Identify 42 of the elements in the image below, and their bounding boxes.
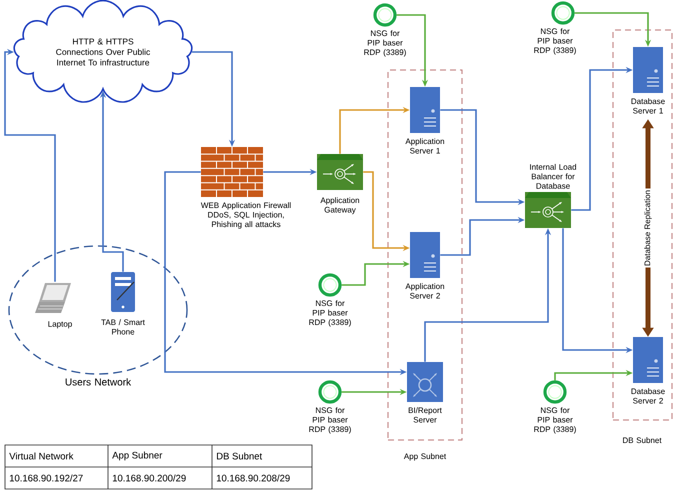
node-label: BI/Report Server [408,407,442,423]
load-balancer: Internal Load Balancer for Database [525,164,576,228]
table-cell: 10.168.90.200/29 [112,474,186,482]
node-label: NSG for PIP baser RDP (3389) [309,300,351,327]
node-label: Users Network [66,378,132,386]
node-label: NSG for PIP baser RDP (3389) [534,28,576,55]
node-label: TAB / Smart Phone [101,319,145,335]
table-cell: 10.168.90.192/27 [10,474,83,482]
node-label: WEB Application Firewall DDoS, SQL Injection, Phishing all attacks [200,202,291,229]
node-label: DB Subnet [623,437,662,444]
security-group-ring: NSG for PIP baser RDP (3389) [534,1,576,55]
table-cell: Virtual Network [9,452,74,460]
table-cell: App Subner [112,452,162,460]
edge-label: Database Replication [642,188,654,268]
security-group-ring: NSG for PIP baser RDP (3389) [309,273,351,327]
node-label: Internal Load Balancer for Database [530,164,576,189]
node-label: NSG for PIP baser RDP (3389) [364,30,406,57]
server: Application Server 2 [405,232,444,299]
arrow [4,48,56,282]
laptop: Laptop [35,283,72,328]
internet-cloud: HTTP & HTTPS Connections Over Public Internet To infrastructure [13,0,193,103]
node-label: Database Server 1 [632,98,665,114]
security-group-ring: NSG for PIP baser RDP (3389) [309,380,351,434]
node-label: Application Server 1 [405,138,444,154]
node-label: Laptop [48,321,72,328]
server: Database Server 1 [632,47,665,114]
node-label: NSG for PIP baser RDP (3389) [534,407,576,434]
table-cell: 10.168.90.208/29 [216,474,290,482]
report-server: BI/Report Server [407,362,443,423]
node-label: Database Server 2 [632,388,665,404]
node-label: Application Server 2 [405,283,444,299]
node-label: Application Gateway [320,197,360,214]
node-label: App Subnet [404,453,446,461]
server: Application Server 1 [405,87,444,154]
tablet: TAB / Smart Phone [101,272,145,335]
node-label: NSG for PIP baser RDP (3389) [309,407,351,434]
firewall: WEB Application Firewall DDoS, SQL Injection, Phishing all attacks [200,146,291,229]
security-group-ring: NSG for PIP baser RDP (3389) [364,3,406,57]
application-gateway: Application Gateway [317,154,363,214]
table-cell: DB Subnet [217,452,262,460]
server: Database Server 2 [632,337,665,404]
security-group-ring: NSG for PIP baser RDP (3389) [534,380,576,434]
